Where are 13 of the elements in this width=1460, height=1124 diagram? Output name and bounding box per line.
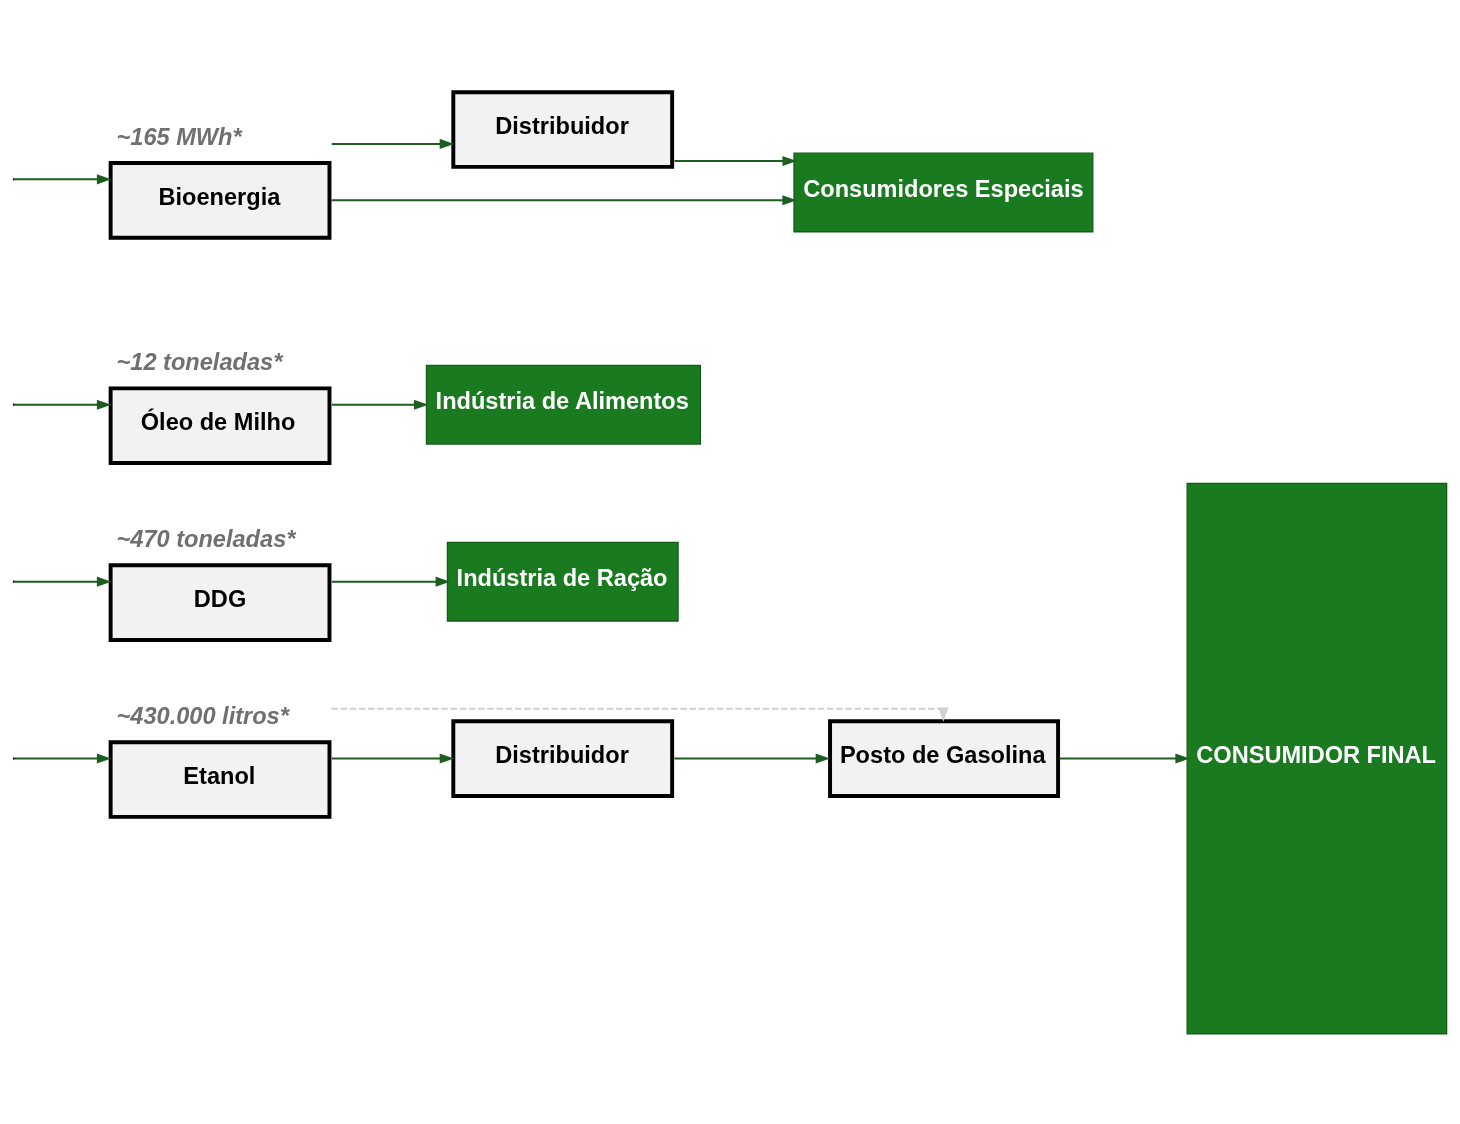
node-label: ~470 toneladas* [116,525,296,552]
arrow [330,138,455,150]
arrow [330,399,429,410]
arrow [673,753,831,764]
node-label: ~165 MWh* [116,123,242,150]
arrow [330,707,949,722]
arrow [673,155,797,167]
arrow [330,753,455,764]
node-label: ~12 toneladas* [116,348,283,375]
arrow [330,195,797,206]
arrow [1058,753,1190,764]
node-label: ~430.000 litros* [116,702,289,729]
arrow [330,576,451,587]
